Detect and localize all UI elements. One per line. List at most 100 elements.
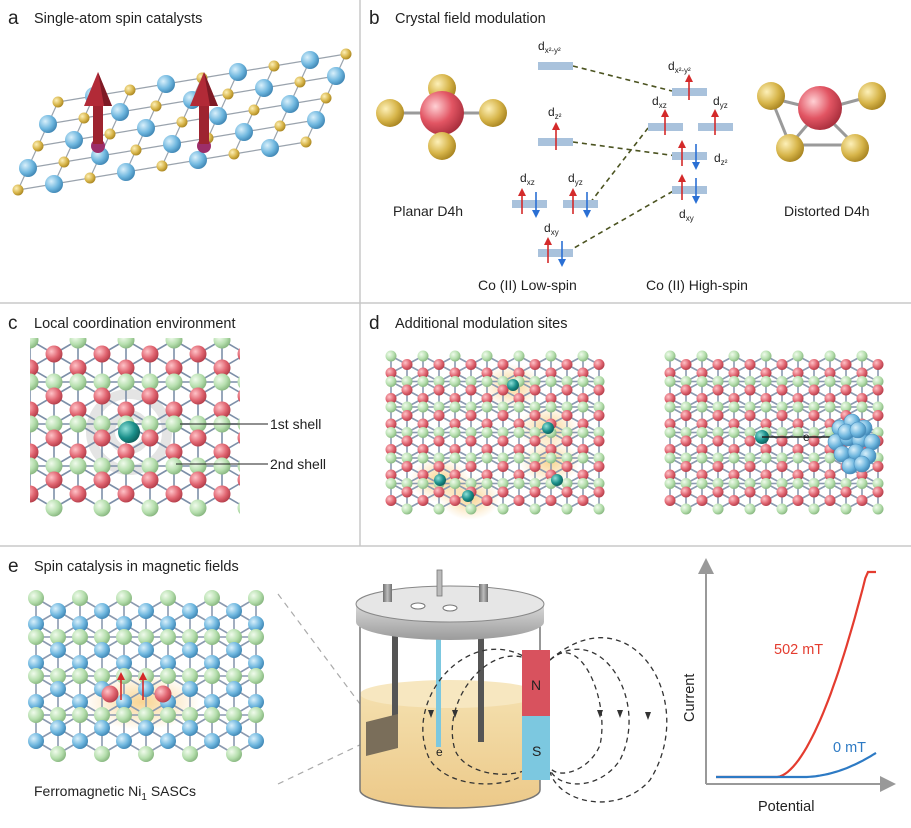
carbon-atom bbox=[824, 367, 836, 379]
carbon-atom bbox=[593, 461, 605, 472]
carbon-atom bbox=[141, 471, 159, 489]
nitrogen-atom bbox=[248, 590, 264, 606]
carbon-atom bbox=[712, 486, 724, 498]
sulfur-atom bbox=[248, 104, 260, 116]
carbon-atom bbox=[237, 431, 240, 445]
nitrogen-atom bbox=[449, 478, 461, 489]
carbon-atom bbox=[433, 359, 445, 370]
panel-b-letter: b bbox=[369, 8, 380, 29]
carbon-atom bbox=[776, 486, 788, 498]
dopant-metal-atom bbox=[542, 422, 554, 434]
orbital-dyz-high: dyz bbox=[698, 94, 733, 135]
carbon-atom bbox=[165, 443, 183, 461]
panel-d-letter: d bbox=[369, 313, 380, 334]
nitrogen-atom bbox=[449, 452, 461, 464]
zoom-lines bbox=[277, 593, 367, 785]
carbon-atom bbox=[141, 429, 159, 447]
carbon-atom bbox=[561, 359, 573, 370]
carbon-atom bbox=[872, 486, 884, 498]
sulfur-atom bbox=[124, 84, 136, 96]
carbon-atom bbox=[696, 469, 708, 481]
nitrogen-atom bbox=[776, 376, 788, 387]
sulfur-atom bbox=[150, 100, 162, 112]
nitrogen-atom bbox=[808, 427, 820, 438]
nitrogen-atom bbox=[529, 503, 541, 515]
carbon-atom bbox=[401, 486, 413, 498]
coordination-lattice-frame bbox=[30, 338, 240, 517]
carbon-atom bbox=[433, 410, 445, 421]
nitrogen-atom bbox=[776, 503, 788, 515]
sulfur-atom bbox=[228, 148, 240, 160]
sulfur-atom bbox=[78, 112, 90, 124]
nitrogen-atom bbox=[28, 668, 44, 684]
nitrogen-atom bbox=[69, 415, 87, 433]
nitrogen-atom bbox=[696, 376, 708, 387]
svg-text:dx²-y²: dx²-y² bbox=[538, 39, 561, 55]
planar-d4h-complex bbox=[376, 74, 507, 160]
nickel-atom bbox=[154, 685, 172, 703]
ligand-atom bbox=[376, 99, 404, 127]
carbon-atom bbox=[481, 469, 493, 481]
carbon-atom bbox=[117, 359, 135, 377]
carbon-atom bbox=[856, 367, 868, 379]
carbon-atom bbox=[824, 495, 836, 506]
carbon-atom bbox=[72, 655, 88, 671]
nitrogen-atom bbox=[160, 629, 176, 645]
nitrogen-atom bbox=[165, 373, 183, 391]
sulfur-atom bbox=[12, 184, 24, 196]
carbon-atom bbox=[449, 469, 461, 481]
nitrogen-atom bbox=[728, 427, 740, 438]
nitrogen-atom bbox=[712, 478, 724, 489]
carbon-atom bbox=[872, 461, 884, 472]
nitrogen-atom bbox=[728, 478, 740, 489]
carbon-atom bbox=[744, 486, 756, 498]
carbon-atom bbox=[94, 642, 110, 658]
nitrogen-atom bbox=[497, 452, 509, 464]
carbon-atom bbox=[465, 435, 477, 447]
panel-c: c Local coordination environment 1st she… bbox=[8, 313, 326, 517]
carbon-atom bbox=[465, 410, 477, 421]
nitrogen-atom bbox=[433, 503, 445, 515]
carbon-atom bbox=[497, 435, 509, 447]
low-spin-diagram: dx²-y² dz² dxz dyz dxy bbox=[512, 39, 598, 267]
nitrogen-atom bbox=[840, 478, 852, 489]
carbon-atom bbox=[545, 367, 557, 379]
nitrogen-atom bbox=[93, 415, 111, 433]
carbon-atom bbox=[165, 359, 183, 377]
nitrogen-atom bbox=[401, 376, 413, 387]
electron-label-d: e bbox=[803, 430, 810, 444]
orbital-dxy-low: dxy bbox=[538, 221, 573, 267]
panel-e: e Spin catalysis in magnetic fields Ferr… bbox=[8, 556, 896, 815]
nitrogen-atom bbox=[792, 478, 804, 489]
nitrogen-atom bbox=[808, 478, 820, 489]
nitrogen-atom bbox=[664, 427, 676, 438]
carbon-atom bbox=[808, 359, 820, 370]
modulation-lattice-left bbox=[385, 350, 605, 520]
carbon-atom bbox=[840, 384, 852, 396]
carbon-atom bbox=[792, 444, 804, 455]
carbon-atom bbox=[513, 418, 525, 430]
carbon-atom bbox=[401, 359, 413, 370]
nitrogen-atom bbox=[116, 707, 132, 723]
carbon-atom bbox=[182, 681, 198, 697]
carbon-atom bbox=[712, 359, 724, 370]
metal-atom bbox=[261, 139, 279, 157]
carbon-atom bbox=[50, 720, 66, 736]
nitrogen-atom bbox=[792, 427, 804, 438]
carbon-atom bbox=[117, 443, 135, 461]
nitrogen-atom bbox=[237, 375, 240, 389]
carbon-atom bbox=[45, 429, 63, 447]
nitrogen-atom bbox=[94, 629, 110, 645]
metal-atom bbox=[117, 163, 135, 181]
carbon-atom bbox=[872, 410, 884, 421]
nitrogen-atom bbox=[182, 707, 198, 723]
nitrogen-atom bbox=[497, 401, 509, 413]
curve-0mT bbox=[716, 751, 877, 779]
nitrogen-atom bbox=[593, 478, 605, 489]
carbon-atom bbox=[189, 345, 207, 363]
carbon-atom bbox=[712, 435, 724, 447]
carbon-atom bbox=[680, 359, 692, 370]
carbon-atom bbox=[213, 359, 231, 377]
carbon-atom bbox=[497, 410, 509, 421]
carbon-atom bbox=[189, 471, 207, 489]
